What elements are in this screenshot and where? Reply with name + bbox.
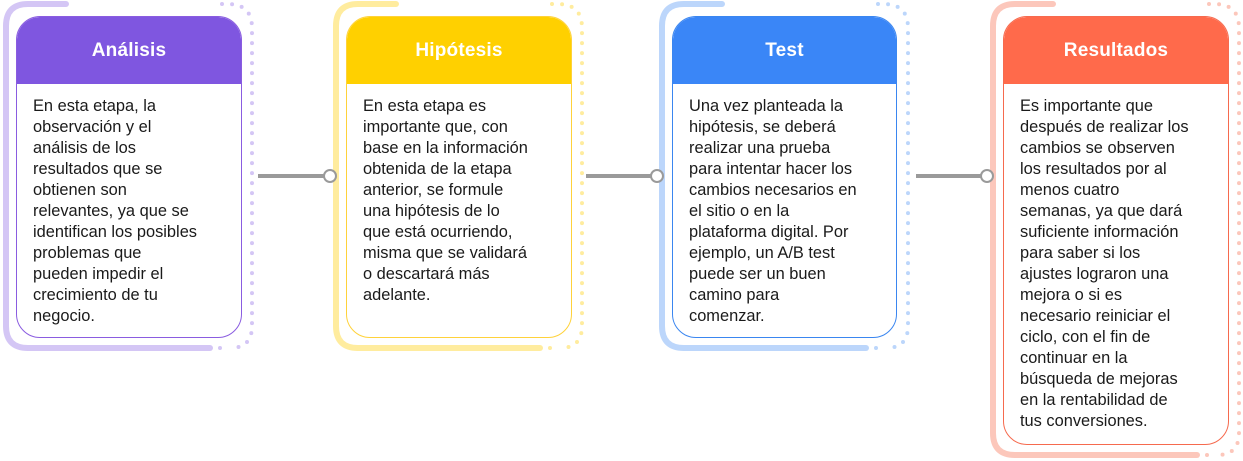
step-title: Análisis: [91, 39, 167, 61]
description-line: anterior, se formule: [363, 181, 504, 199]
description-line: realizar una prueba: [689, 139, 831, 157]
description-line: menos cuatro: [1020, 181, 1120, 199]
connector-3: [916, 169, 994, 183]
description-line: En esta etapa es: [363, 97, 487, 115]
description-line: para saber si los: [1020, 244, 1141, 262]
description-line: ajustes lograron una: [1020, 265, 1169, 283]
description-line: los resultados por al: [1020, 160, 1167, 178]
description-line: semanas, ya que dará: [1020, 202, 1183, 220]
description-line: Una vez planteada la: [689, 97, 843, 115]
description-line: puede ser un buen: [689, 265, 826, 283]
step-header: Resultados: [1004, 17, 1228, 84]
description-line: ejemplo, un A/B test: [689, 244, 835, 262]
description-line: relevantes, ya que se: [33, 202, 189, 220]
description-line: continuar en la: [1020, 349, 1128, 367]
description-line: suficiente información: [1020, 223, 1179, 241]
step-card-analisis: Análisis En esta etapa, la observación y …: [16, 16, 242, 338]
description-line: cambios necesarios en: [689, 181, 857, 199]
description-line: para intentar hacer los: [689, 160, 853, 178]
description-line: resultados que se: [33, 160, 163, 178]
description-line: Es importante que: [1020, 97, 1154, 115]
description-line: análisis de los: [33, 139, 136, 157]
description-line: o descartará más: [363, 265, 490, 283]
step-description: Una vez planteada la hipótesis, se deberá…: [673, 84, 896, 327]
description-line: camino para: [689, 286, 780, 304]
description-line: que está ocurriendo,: [363, 223, 513, 241]
step-title: Test: [765, 39, 804, 61]
description-line: búsqueda de mejoras: [1020, 370, 1178, 388]
description-line: plataforma digital. Por: [689, 223, 849, 241]
description-line: observación y el: [33, 118, 152, 136]
description-line: obtenida de la etapa: [363, 160, 512, 178]
description-line: comenzar.: [689, 307, 765, 325]
description-line: mejora o si es: [1020, 286, 1123, 304]
description-line: obtienen son: [33, 181, 127, 199]
step-title: Resultados: [1063, 39, 1169, 61]
step-header: Análisis: [17, 17, 241, 84]
step-description: En esta etapa es importante que, con base …: [347, 84, 571, 306]
connector-1: [258, 169, 337, 183]
description-line: cambios se observen: [1020, 139, 1175, 157]
step-card-test: Test Una vez planteada la hipótesis, se d…: [672, 16, 897, 338]
step-description: En esta etapa, la observación y el análisi…: [17, 84, 241, 327]
description-line: negocio.: [33, 307, 95, 325]
description-line: importante que, con: [363, 118, 508, 136]
description-line: el sitio o en la: [689, 202, 790, 220]
description-line: hipótesis, se deberá: [689, 118, 836, 136]
description-line: en la rentabilidad de: [1020, 391, 1168, 409]
step-title: Hipótesis: [415, 39, 503, 61]
connector-2: [586, 169, 664, 183]
step-card-hipotesis: Hipótesis En esta etapa es importante que…: [346, 16, 572, 338]
description-line: ciclo, con el fin de: [1020, 328, 1151, 346]
description-line: tus conversiones.: [1020, 412, 1148, 430]
description-line: base en la información: [363, 139, 528, 157]
description-line: problemas que: [33, 244, 142, 262]
description-line: pueden impedir el: [33, 265, 164, 283]
description-line: En esta etapa, la: [33, 97, 157, 115]
step-description: Es importante que después de realizar los…: [1004, 84, 1228, 432]
description-line: misma que se validará: [363, 244, 527, 262]
description-line: necesario reiniciar el: [1020, 307, 1171, 325]
step-header: Hipótesis: [347, 17, 571, 84]
description-line: crecimiento de tu: [33, 286, 158, 304]
description-line: identifican los posibles: [33, 223, 198, 241]
step-card-resultados: Resultados Es importante que después de r…: [1003, 16, 1229, 445]
step-header: Test: [673, 17, 896, 84]
description-line: después de realizar los: [1020, 118, 1189, 136]
description-line: adelante.: [363, 286, 431, 304]
description-line: una hipótesis de lo: [363, 202, 500, 220]
